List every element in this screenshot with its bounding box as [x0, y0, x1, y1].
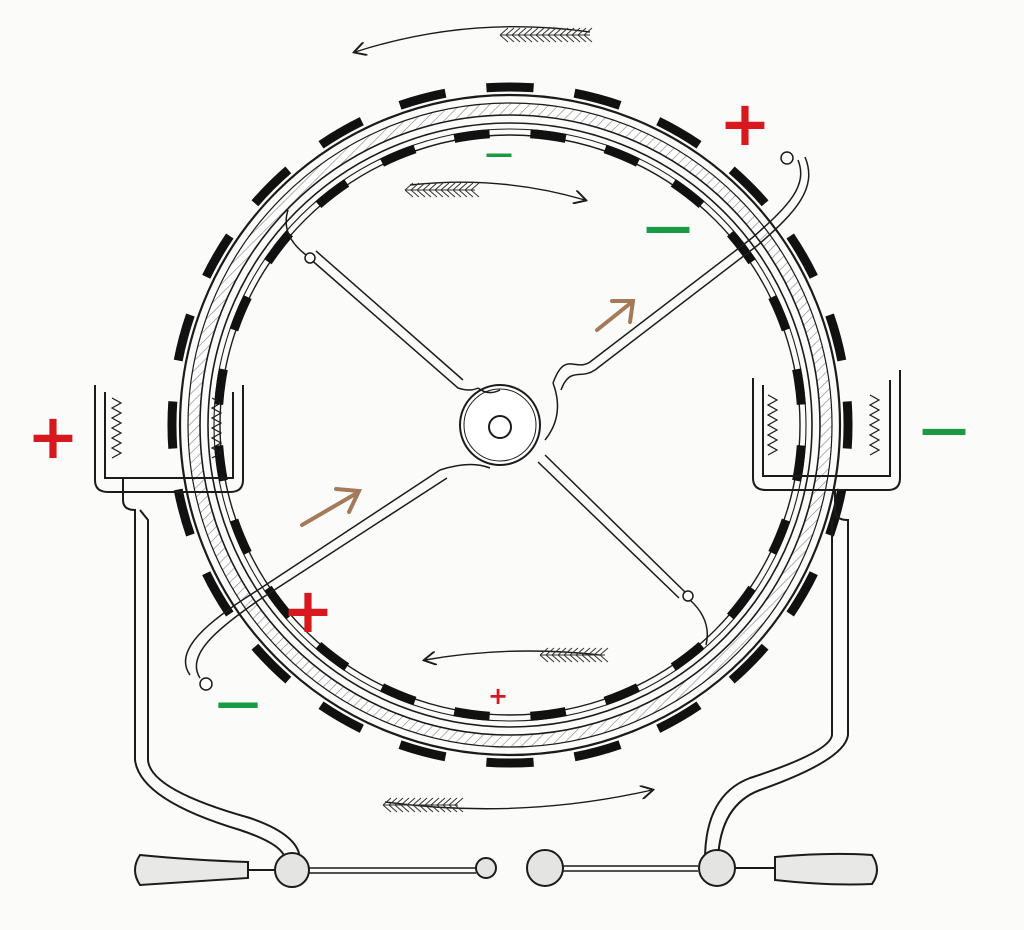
feather-icon-strokes — [404, 182, 480, 198]
foil-sector — [768, 295, 791, 332]
foil-sector — [318, 701, 364, 733]
charge-arrow-upper — [595, 299, 636, 332]
foil-sector — [656, 117, 702, 149]
feather-icon-strokes — [382, 797, 464, 813]
feather-markers — [382, 27, 609, 813]
minus-label-lower-left: — — [216, 677, 260, 728]
outer-disc — [178, 93, 842, 757]
charge-labels: + + + + — — — — — [27, 87, 968, 728]
foil-sector — [726, 585, 756, 620]
inner-foil-sectors — [214, 129, 806, 721]
foil-sector — [398, 740, 447, 762]
foil-sector — [530, 129, 567, 143]
foil-sector — [726, 230, 756, 265]
foil-sector — [173, 313, 195, 362]
hub-connectors — [439, 382, 559, 471]
foil-sector — [768, 518, 791, 555]
foil-sector — [264, 230, 294, 265]
right-comb-teeth — [766, 394, 881, 456]
minus-label-right: — — [920, 401, 968, 457]
foil-sector — [214, 445, 228, 482]
foil-sector — [173, 488, 195, 537]
left-collector-comb — [94, 385, 301, 861]
inner-disc — [207, 122, 813, 728]
charge-arrow-lower — [300, 487, 363, 527]
right-collector-comb — [704, 370, 901, 861]
foil-sector — [380, 683, 417, 706]
foil-sector — [486, 82, 534, 93]
charge-flow-arrows — [300, 299, 636, 527]
foil-sector — [315, 641, 350, 671]
foil-sector — [573, 88, 622, 110]
foil-sector — [656, 701, 702, 733]
foil-sector — [670, 641, 705, 671]
foil-sector — [728, 166, 769, 207]
foil-sector — [380, 144, 417, 167]
central-hub — [459, 384, 541, 466]
foil-sector — [229, 295, 252, 332]
foil-sector — [264, 585, 294, 620]
foil-sector — [792, 445, 806, 482]
foil-sector — [825, 313, 847, 362]
foil-sector — [728, 643, 769, 684]
plus-label-left: + — [27, 400, 79, 473]
foil-sector — [398, 88, 447, 110]
foil-sector — [202, 571, 234, 617]
foil-sector — [792, 368, 806, 405]
foil-sector — [167, 401, 178, 449]
foil-sector — [786, 233, 818, 279]
foil-sector — [530, 707, 567, 721]
foil-sector — [202, 233, 234, 279]
feather-icon — [382, 797, 464, 813]
feather-icon — [499, 27, 593, 43]
foil-sector — [573, 740, 622, 762]
outer-foil-sectors — [167, 82, 853, 768]
foil-sector — [251, 166, 292, 207]
foil-sector — [786, 571, 818, 617]
neutralizer-rod-a — [285, 209, 708, 646]
foil-sector — [603, 683, 640, 706]
feather-icon-strokes — [499, 27, 593, 43]
foil-sector — [315, 179, 350, 209]
foil-sector — [603, 144, 640, 167]
comb-teeth — [110, 397, 223, 459]
foil-sector — [251, 643, 292, 684]
neutralizer-rod-b — [184, 151, 810, 691]
minus-label-top-small: — — [485, 137, 513, 170]
foil-sector — [229, 518, 252, 555]
plus-label-bottom-small: + — [488, 682, 508, 710]
foil-sector — [453, 129, 490, 143]
minus-label-inner-right: — — [644, 199, 692, 255]
foil-sector — [670, 179, 705, 209]
comb-teeth — [766, 394, 881, 456]
foil-sector — [486, 757, 534, 768]
right-discharger — [526, 849, 878, 887]
foil-sector — [214, 368, 228, 405]
foil-sector — [453, 707, 490, 721]
left-discharger — [134, 852, 497, 888]
feather-icon-strokes — [539, 647, 609, 663]
foil-sector — [318, 117, 364, 149]
plus-label-lower-inner: + — [282, 574, 334, 647]
plus-label-top-right: + — [719, 87, 771, 160]
left-comb-teeth — [110, 397, 223, 459]
foil-sector — [842, 401, 853, 449]
feather-icon — [539, 647, 609, 663]
feather-icon — [404, 182, 480, 198]
